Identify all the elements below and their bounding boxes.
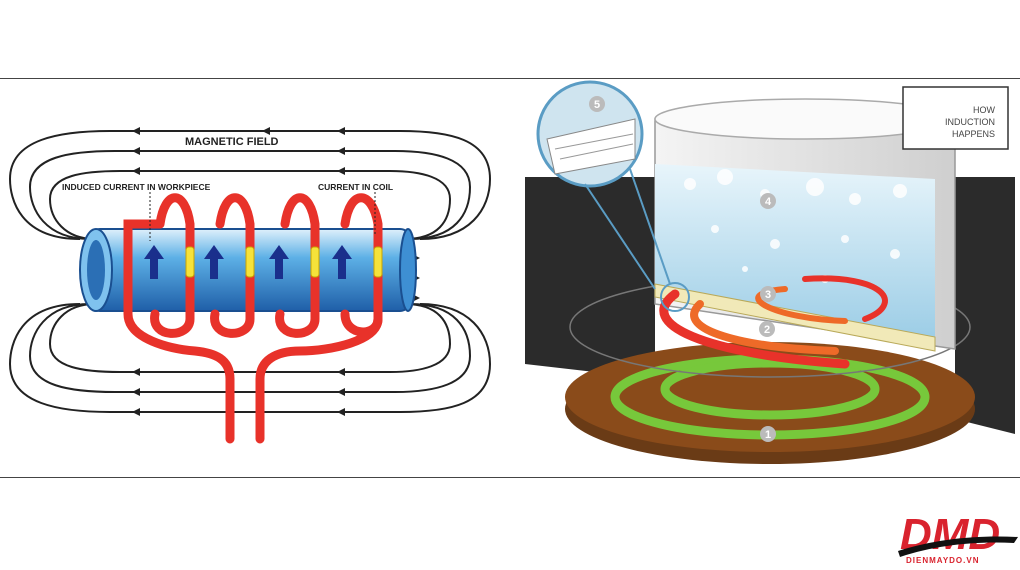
magnetic-field-label: MAGNETIC FIELD xyxy=(185,136,279,148)
marker-2: 2 xyxy=(759,321,775,337)
induced-current-label: INDUCED CURRENT IN WORKPIECE xyxy=(62,182,211,192)
svg-text:3: 3 xyxy=(765,289,771,301)
svg-text:1: 1 xyxy=(765,429,771,441)
logo-domain: DIENMAYDO.VN xyxy=(906,556,980,565)
induction-coil-diagram: MAGNETIC FIELD INDUCED CURRENT IN WORKPI… xyxy=(0,79,510,477)
induction-cooktop-diagram: HOW INDUCTION HAPPENS 1 2 3 4 5 xyxy=(515,79,1020,477)
current-in-coil-label: CURRENT IN COIL xyxy=(318,182,393,192)
caption-line-1: HOW xyxy=(973,105,996,115)
caption-line-3: HAPPENS xyxy=(952,129,995,139)
svg-text:5: 5 xyxy=(594,99,600,111)
marker-1: 1 xyxy=(760,426,776,442)
svg-text:2: 2 xyxy=(764,324,770,336)
marker-4: 4 xyxy=(760,193,776,209)
caption-line-2: INDUCTION xyxy=(945,117,995,127)
marker-3: 3 xyxy=(760,286,776,302)
marker-5: 5 xyxy=(589,96,605,112)
bottom-divider xyxy=(0,477,1020,478)
svg-text:4: 4 xyxy=(765,196,772,208)
